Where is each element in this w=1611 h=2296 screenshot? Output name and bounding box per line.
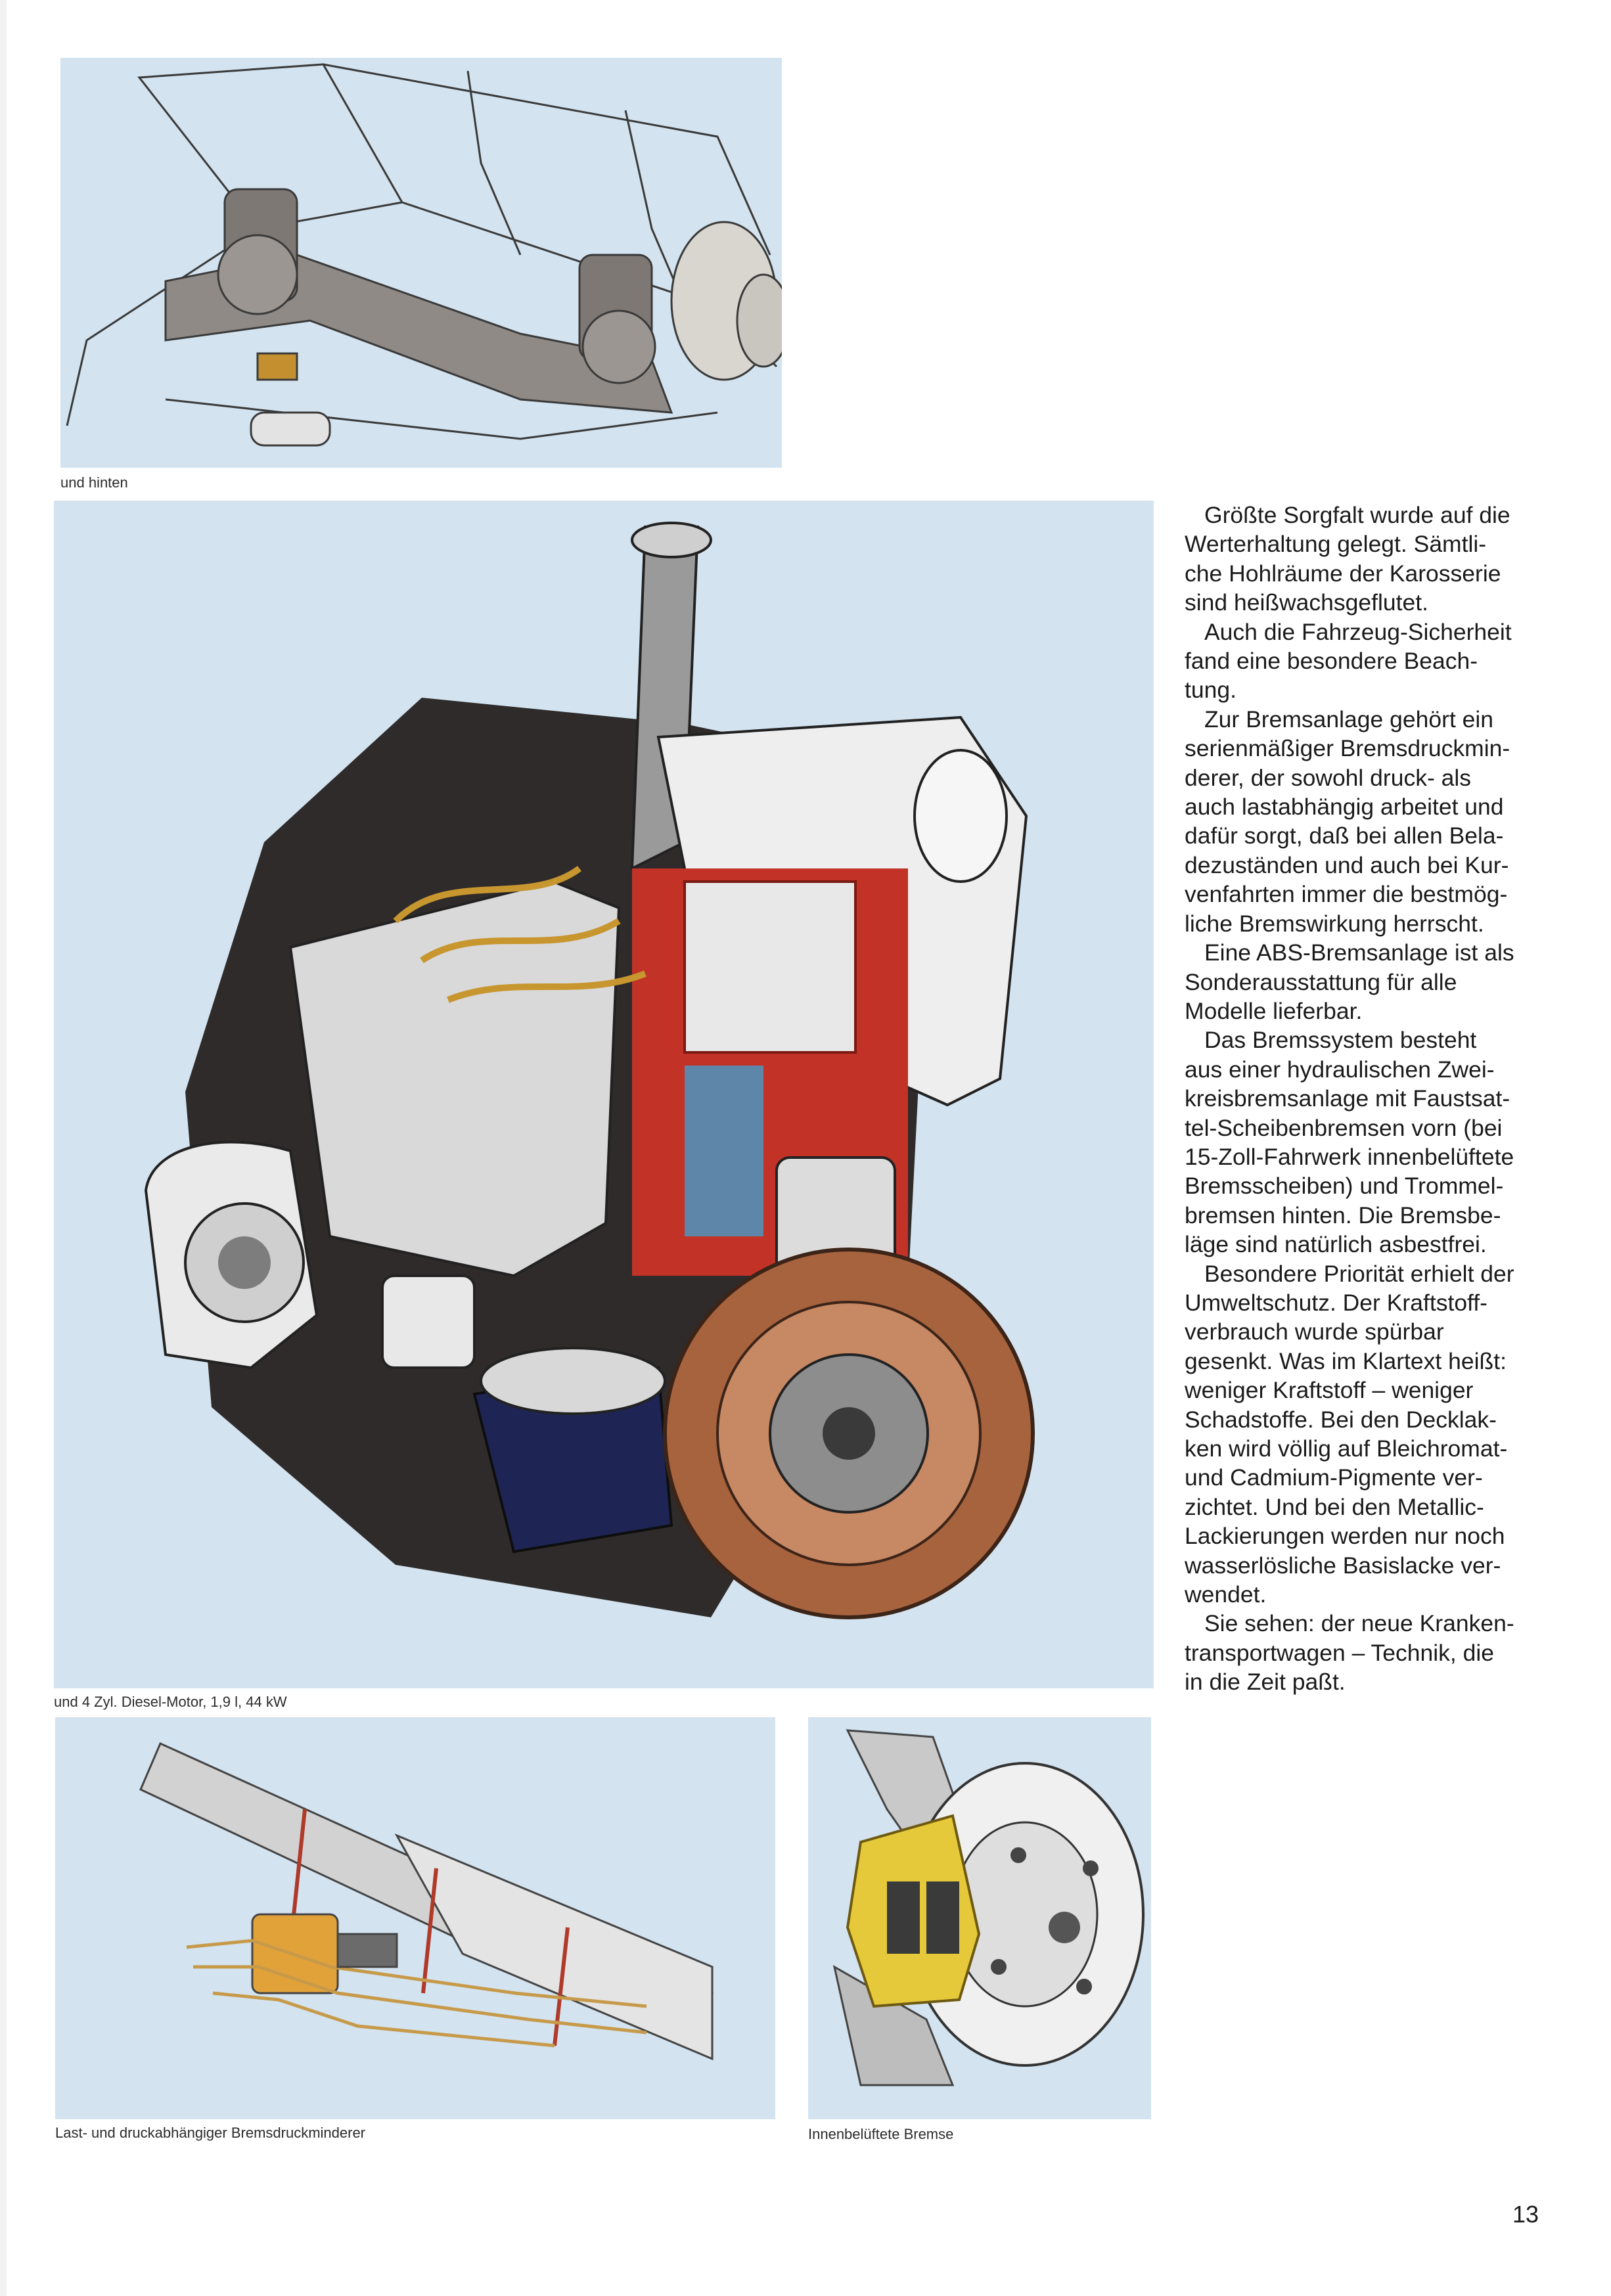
engine-illustration (54, 501, 1154, 1688)
page-binding-edge (0, 0, 7, 2296)
body-text-line: tel-Scheibenbremsen vorn (bei (1185, 1114, 1503, 1141)
rear-axle-drawing (66, 63, 782, 447)
body-text-line: dafür sorgt, daß bei allen Bela- (1185, 822, 1504, 849)
body-text-line: che Hohlräume der Karosserie (1185, 560, 1501, 587)
body-text-line: Lackierungen werden nur noch (1185, 1523, 1505, 1550)
body-text-line: 15-Zoll-Fahrwerk innenbelüftete (1185, 1143, 1514, 1170)
body-text-line: wendet. (1185, 1581, 1267, 1608)
body-text-line: Zur Bremsanlage gehört ein (1204, 706, 1494, 732)
body-text-line: und Cadmium-Pigmente ver- (1185, 1464, 1483, 1491)
body-text-line: Umweltschutz. Der Kraftstoff- (1185, 1289, 1487, 1316)
vented-brake-caption: Innenbelüftete Bremse (808, 2126, 954, 2142)
body-text-line: wasserlösliche Basislacke ver- (1185, 1552, 1501, 1579)
body-text-line: Sie sehen: der neue Kranken- (1204, 1610, 1514, 1637)
page-number: 13 (1512, 2201, 1539, 2228)
body-text-line: serienmäßiger Bremsdruckmin- (1185, 735, 1510, 762)
body-text-line: weniger Kraftstoff – weniger (1185, 1377, 1474, 1404)
engine-caption: und 4 Zyl. Diesel-Motor, 1,9 l, 44 kW (54, 1694, 287, 1710)
body-text-line: transportwagen – Technik, die (1185, 1639, 1494, 1666)
body-text-line: Eine ABS-Bremsanlage ist als (1204, 939, 1514, 966)
body-text-line: tung. (1185, 677, 1237, 704)
body-text-line: ken wird völlig auf Bleichromat- (1185, 1435, 1508, 1462)
body-text-line: auch lastabhängig arbeitet und (1185, 794, 1504, 821)
vented-brake-drawing (832, 1729, 1145, 2086)
body-text-line: läge sind natürlich asbestfrei. (1185, 1231, 1487, 1258)
vented-brake-illustration (808, 1717, 1151, 2119)
body-text-line: aus einer hydraulischen Zwei- (1185, 1056, 1495, 1083)
body-text-line: Sonderausstattung für alle (1185, 968, 1457, 995)
body-text-line: derer, der sowohl druck- als (1185, 764, 1472, 791)
brake-regulator-drawing (139, 1742, 714, 2061)
body-text-line: kreisbremsanlage mit Faustsat- (1185, 1085, 1510, 1112)
body-text-line: Werterhaltung gelegt. Sämtli- (1185, 531, 1487, 558)
body-text-line: dezuständen und auch bei Kur- (1185, 851, 1509, 878)
body-text-line: Modelle lieferbar. (1185, 997, 1363, 1024)
rear-axle-caption: und hinten (60, 474, 128, 491)
body-text-line: gesenkt. Was im Klartext heißt: (1185, 1347, 1507, 1374)
body-text-line: liche Bremswirkung herrscht. (1185, 910, 1484, 937)
body-text-line: venfahrten immer die bestmög- (1185, 881, 1508, 908)
body-text-line: sind heißwachsgeflutet. (1185, 589, 1428, 616)
body-text-line: Schadstoffe. Bei den Decklak- (1185, 1406, 1497, 1433)
body-text-line: Bremsscheiben) und Trommel- (1185, 1173, 1504, 1200)
body-text-line: Besondere Priorität erhielt der (1204, 1260, 1514, 1287)
body-text-line: Größte Sorgfalt wurde auf die (1204, 502, 1510, 528)
body-text-line: Das Bremssystem besteht (1204, 1027, 1477, 1054)
engine-drawing (144, 522, 1035, 1619)
rear-axle-illustration (60, 58, 782, 468)
body-text-line: in die Zeit paßt. (1185, 1669, 1346, 1696)
body-text-line: Auch die Fahrzeug-Sicherheit (1204, 618, 1512, 645)
body-text-line: fand eine besondere Beach- (1185, 648, 1478, 675)
brake-regulator-caption: Last- und druckabhängiger Bremsdruckmind… (55, 2125, 366, 2141)
body-text-line: zichtet. Und bei den Metallic- (1185, 1493, 1484, 1520)
brake-regulator-illustration (55, 1717, 775, 2119)
body-text-line: bremsen hinten. Die Bremsbe- (1185, 1202, 1501, 1228)
body-text-line: verbrauch wurde spürbar (1185, 1318, 1444, 1345)
